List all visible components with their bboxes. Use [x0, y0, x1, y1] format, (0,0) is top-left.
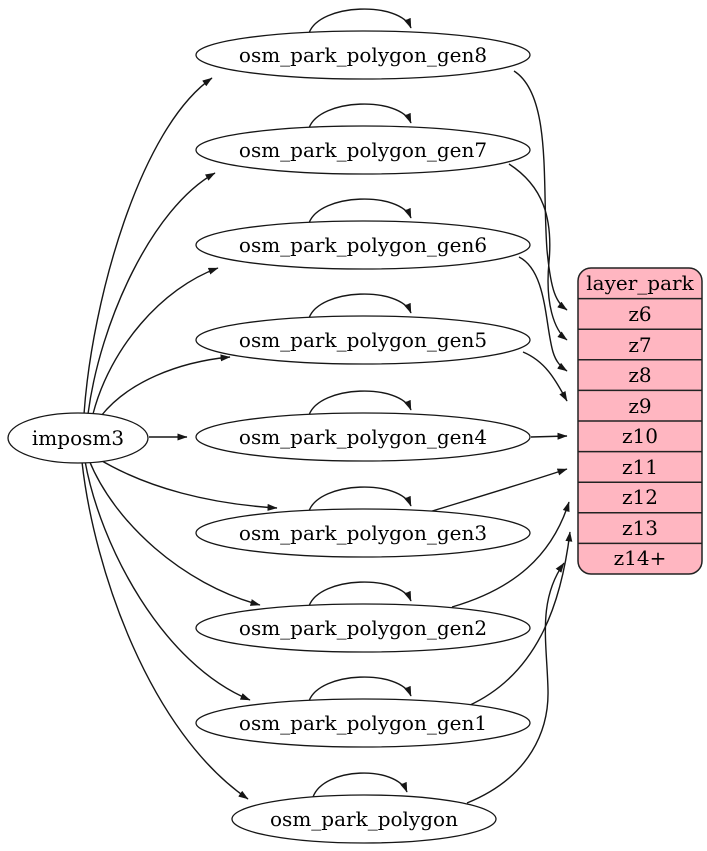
self-loop-gen1	[308, 676, 412, 702]
layer-row-z7: z7	[628, 333, 651, 357]
edge-imposm3-to-gen6	[92, 267, 219, 415]
gen1-label: osm_park_polygon_gen1	[239, 711, 487, 735]
edge-gen4-to-z10	[530, 432, 568, 440]
node-osm-park-polygon-gen3: osm_park_polygon_gen3	[195, 508, 531, 558]
layer-row-z9: z9	[628, 394, 651, 418]
layer-park-title: layer_park	[586, 271, 694, 295]
edge-polygon-to-z14plus	[466, 562, 565, 804]
gen6-ellipse	[195, 220, 531, 270]
node-osm-park-polygon-gen2: osm_park_polygon_gen2	[195, 603, 531, 653]
layer-row-z8: z8	[628, 363, 651, 387]
self-loop-gen3	[308, 486, 412, 512]
gen6-label: osm_park_polygon_gen6	[239, 233, 487, 257]
gen8-label: osm_park_polygon_gen8	[239, 43, 487, 67]
edge-imposm3-to-gen2	[88, 459, 261, 606]
node-osm-park-polygon-gen6: osm_park_polygon_gen6	[195, 220, 531, 270]
layer-row-z12: z12	[622, 485, 658, 509]
edge-gen2-to-z12	[451, 501, 570, 608]
node-osm-park-polygon-gen5: osm_park_polygon_gen5	[195, 315, 531, 365]
gen3-ellipse	[195, 508, 531, 558]
node-imposm3: imposm3	[7, 412, 149, 464]
edge-imposm3-to-gen7	[87, 172, 216, 415]
layer-row-z13: z13	[622, 516, 658, 540]
gen2-ellipse	[195, 603, 531, 653]
polygon-ellipse	[231, 794, 497, 844]
layer-row-z6: z6	[628, 302, 651, 326]
self-loop-gen4	[308, 390, 412, 416]
self-loop-gen8	[308, 8, 412, 34]
edge-imposm3-to-gen5	[100, 354, 231, 417]
node-osm-park-polygon-gen7: osm_park_polygon_gen7	[195, 125, 531, 175]
gen7-ellipse	[195, 125, 531, 175]
gen4-ellipse	[195, 412, 531, 462]
edge-gen3-to-z11	[428, 468, 568, 513]
node-osm-park-polygon-gen4: osm_park_polygon_gen4	[195, 412, 531, 462]
node-osm-park-polygon-gen1: osm_park_polygon_gen1	[195, 698, 531, 748]
node-osm-park-polygon-gen8: osm_park_polygon_gen8	[195, 30, 531, 80]
edge-imposm3-to-gen3	[96, 457, 278, 511]
edge-gen1-to-z13	[467, 531, 573, 707]
imposm3-ellipse	[7, 412, 149, 464]
gen1-ellipse	[195, 698, 531, 748]
layer-row-z14plus: z14+	[614, 546, 667, 570]
edge-gen6-to-z8	[518, 256, 568, 372]
edge-gen8-to-z6	[513, 70, 568, 311]
polygon-label: osm_park_polygon	[270, 807, 458, 831]
edge-gen7-to-z7	[508, 163, 568, 341]
gen2-label: osm_park_polygon_gen2	[239, 616, 487, 640]
self-loop-gen7	[308, 103, 412, 129]
gen5-label: osm_park_polygon_gen5	[239, 328, 487, 352]
gen4-label: osm_park_polygon_gen4	[239, 425, 487, 449]
gen8-ellipse	[195, 30, 531, 80]
edge-imposm3-to-polygon	[81, 461, 249, 800]
imposm3-label: imposm3	[32, 426, 124, 450]
layer-row-z10: z10	[622, 424, 658, 448]
edge-imposm3-to-gen1	[84, 460, 251, 701]
gen3-label: osm_park_polygon_gen3	[239, 521, 487, 545]
edge-imposm3-to-gen8	[83, 77, 213, 415]
gen5-ellipse	[195, 315, 531, 365]
edge-gen5-to-z9	[522, 351, 568, 402]
self-loop-gen6	[308, 198, 412, 224]
node-layer-park: layer_park z6 z7 z8 z9 z10 z11 z12 z13 z…	[577, 267, 703, 575]
gen7-label: osm_park_polygon_gen7	[239, 138, 487, 162]
self-loop-gen5	[308, 293, 412, 319]
self-loop-polygon	[312, 772, 408, 798]
layer-row-z11: z11	[622, 455, 658, 479]
node-osm-park-polygon: osm_park_polygon	[231, 794, 497, 844]
self-loop-gen2	[308, 581, 412, 607]
